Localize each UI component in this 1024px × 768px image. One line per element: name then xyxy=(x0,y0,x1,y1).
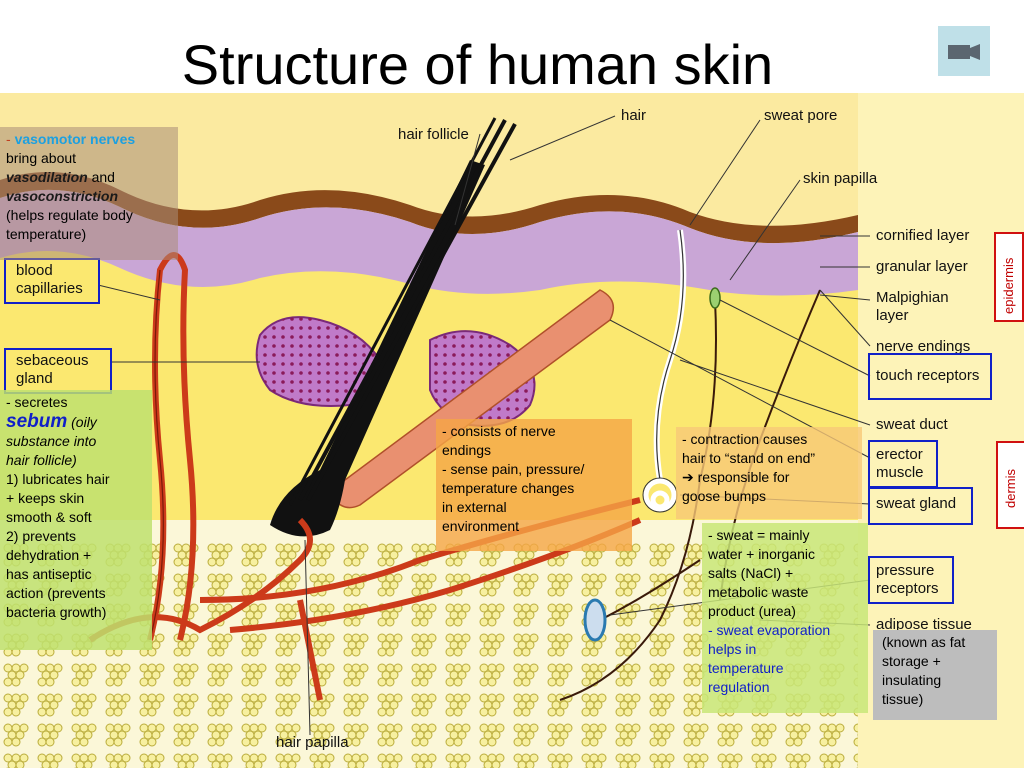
pressure-receptor xyxy=(583,598,607,642)
note-nerve: - consists of nerve endings - sense pain… xyxy=(436,419,632,551)
note-sebum-p2a: 2) prevents xyxy=(6,528,77,544)
touch-receptor xyxy=(709,287,721,309)
note-adipose-l3: insulating xyxy=(882,672,942,688)
label-pressure-1: pressure xyxy=(876,562,935,579)
epidermis-box xyxy=(994,232,1024,322)
note-sebum-p1c: smooth & soft xyxy=(6,509,92,525)
note-erector-l3: ➔ responsible for xyxy=(682,469,790,485)
label-erector-1: erector xyxy=(876,446,923,463)
note-sebum-paren1: (oily xyxy=(67,414,97,430)
note-vasoconstriction: vasoconstriction xyxy=(6,188,119,204)
label-erector-2: muscle xyxy=(876,464,924,481)
note-vasomotor-line2: bring about xyxy=(6,150,77,166)
label-adipose-tissue: adipose tissue xyxy=(876,616,972,633)
note-sweat: - sweat = mainly water + inorganic salts… xyxy=(702,523,868,713)
note-and: and xyxy=(87,169,115,185)
label-epidermis: epidermis xyxy=(1001,257,1016,314)
label-malpighian-1: Malpighian xyxy=(876,289,949,306)
pressure-receptors-box xyxy=(868,556,954,604)
note-adipose-l4: tissue) xyxy=(882,691,924,707)
note-erector-l1: - contraction causes xyxy=(682,431,808,447)
label-sweat-gland: sweat gland xyxy=(876,495,957,512)
vessel-outline xyxy=(149,269,164,641)
note-erector-l4: goose bumps xyxy=(682,488,767,504)
label-sweat-pore: sweat pore xyxy=(764,107,838,124)
label-pressure-2: receptors xyxy=(876,580,939,597)
note-nerve-l6: environment xyxy=(442,518,520,534)
hair-shaft-3 xyxy=(288,117,497,506)
note-sebum-line1: - secretes xyxy=(6,394,68,410)
note-sebum-p2b: dehydration + xyxy=(6,547,92,563)
note-nerve-l5: in external xyxy=(442,499,507,515)
label-nerve-endings: nerve endings xyxy=(876,338,971,355)
camera-icon[interactable] xyxy=(938,26,990,76)
note-vasomotor-dash: - xyxy=(6,131,15,147)
note-sebum-paren2: substance into xyxy=(6,433,97,449)
note-sebum-term: sebum xyxy=(6,411,68,432)
note-erector-l2: hair to “stand on end” xyxy=(682,450,816,466)
note-sweat-l7: helps in xyxy=(708,641,757,657)
note-sebum-p1b: + keeps skin xyxy=(6,490,85,506)
note-sebum-p2e: bacteria growth) xyxy=(6,604,107,620)
label-sweat-duct: sweat duct xyxy=(876,416,948,433)
label-malpighian-2: layer xyxy=(876,307,909,324)
label-blood-1: blood xyxy=(16,262,53,279)
note-nerve-l1: - consists of nerve xyxy=(442,423,556,439)
note-nerve-l4: temperature changes xyxy=(442,480,575,496)
dermis-box xyxy=(996,441,1024,529)
label-cornified-layer: cornified layer xyxy=(876,227,970,244)
slide-title: Structure of human skin xyxy=(181,33,774,96)
label-blood-2: capillaries xyxy=(16,280,83,297)
note-erector: - contraction causes hair to “stand on e… xyxy=(676,427,862,519)
blood-capillaries-box xyxy=(4,258,100,304)
label-sebaceous-1: sebaceous xyxy=(16,352,89,369)
note-sebum-p2c: has antiseptic xyxy=(6,566,92,582)
label-sebaceous-2: gland xyxy=(16,370,53,387)
note-sweat-l1: - sweat = mainly xyxy=(708,527,810,543)
note-sweat-l8: temperature xyxy=(708,660,784,676)
note-sweat-l6: - sweat evaporation xyxy=(708,622,831,638)
sweat-gland-box xyxy=(868,487,973,525)
hair-shaft-1 xyxy=(298,119,507,501)
note-sweat-l3: salts (NaCl) + xyxy=(708,565,794,581)
note-sebum-p2d: action (prevents xyxy=(6,585,106,601)
note-sweat-l5: product (urea) xyxy=(708,603,796,619)
label-hair-papilla: hair papilla xyxy=(276,734,349,751)
sebaceous-gland-left-cells xyxy=(256,317,382,406)
sweat-gland xyxy=(643,478,677,512)
note-adipose-l2: storage + xyxy=(882,653,941,669)
note-vasomotor-term: vasomotor nerves xyxy=(14,131,136,147)
note-vasomotor-line5: (helps regulate body xyxy=(6,207,133,223)
note-sebum-p1a: 1) lubricates hair xyxy=(6,471,110,487)
note-nerve-l2: endings xyxy=(442,442,492,458)
note-nerve-l3: - sense pain, pressure/ xyxy=(442,461,585,477)
cornified-layer xyxy=(0,172,858,244)
hair-shaft-2 xyxy=(306,123,517,501)
label-hair-follicle: hair follicle xyxy=(398,126,469,143)
note-vasomotor: - vasomotor nerves bring about vasodilat… xyxy=(0,127,178,260)
label-hair: hair xyxy=(621,107,647,124)
label-touch-receptors: touch receptors xyxy=(876,367,980,384)
label-dermis: dermis xyxy=(1003,468,1018,508)
sweat-duct-outline xyxy=(656,229,684,481)
note-adipose-l1: (known as fat xyxy=(882,634,966,650)
note-sweat-l4: metabolic waste xyxy=(708,584,809,600)
note-sweat-l2: water + inorganic xyxy=(708,546,816,562)
label-skin-papilla: skin papilla xyxy=(803,170,878,187)
note-vasodilation: vasodilation xyxy=(6,169,88,185)
note-sebum-paren3: hair follicle) xyxy=(6,452,77,468)
label-granular-layer: granular layer xyxy=(876,258,968,275)
note-sebum: - secretes sebum (oily substance into ha… xyxy=(0,390,152,650)
note-adipose: (known as fat storage + insulating tissu… xyxy=(873,630,997,720)
touch-receptors-box xyxy=(868,353,992,400)
note-sweat-l9: regulation xyxy=(708,679,770,695)
note-vasomotor-line6: temperature) xyxy=(6,226,87,242)
